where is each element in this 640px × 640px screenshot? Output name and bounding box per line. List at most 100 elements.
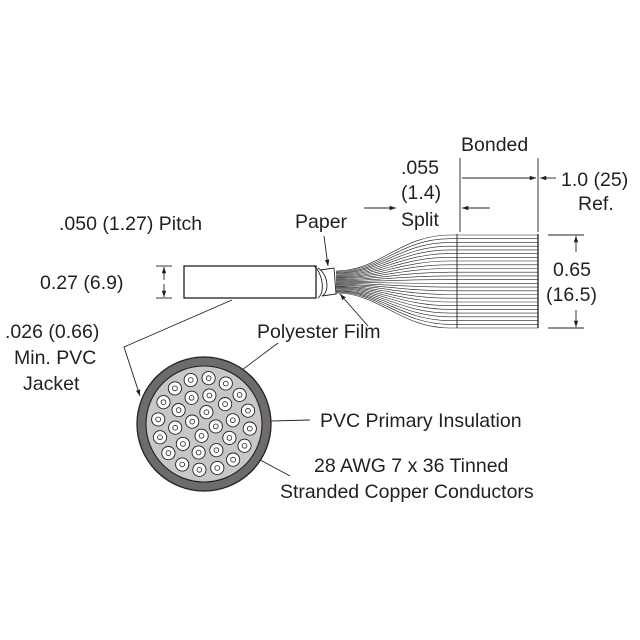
- conductor-core: [214, 465, 221, 471]
- ribbon-wire: [335, 283, 538, 292]
- conductor-insulation: [225, 413, 240, 428]
- label-split: Split: [401, 209, 440, 231]
- ribbon-wire: [335, 275, 538, 281]
- ribbon-wire: [335, 238, 538, 273]
- conductor-core: [213, 447, 220, 454]
- conductor-insulation: [167, 381, 182, 396]
- ribbon-wire: [335, 257, 538, 277]
- conductor-core: [198, 432, 205, 439]
- ribbon-wire: [335, 289, 538, 314]
- conductor-core: [172, 424, 179, 431]
- conductor-core: [236, 392, 243, 398]
- ribbon-wire: [335, 286, 538, 303]
- conductor-insulation: [199, 405, 214, 420]
- ribbon-wire: [335, 271, 538, 281]
- label-primary-insulation: PVC Primary Insulation: [320, 410, 522, 432]
- conductor-core: [160, 399, 167, 406]
- ribbon-wire: [335, 242, 538, 274]
- bonded-dimension: [459, 158, 556, 232]
- conductor-core: [206, 392, 213, 399]
- conductor-insulation: [201, 371, 216, 386]
- conductor-insulation: [191, 445, 206, 460]
- label-split-dim-in: .055: [401, 157, 439, 179]
- jacket-leader: [123, 299, 233, 397]
- conductor-core: [196, 466, 203, 473]
- conductor-core: [247, 425, 253, 432]
- ribbon-wire: [335, 282, 538, 284]
- conductor-core: [195, 449, 202, 456]
- ribbon-wire: [335, 245, 538, 274]
- conductor-core: [230, 456, 236, 463]
- conductor-insulation: [152, 430, 168, 445]
- conductor-core: [189, 418, 196, 425]
- conductor-insulation: [208, 419, 223, 434]
- ribbon-wire: [335, 291, 538, 325]
- conductor-core: [157, 434, 163, 441]
- conductor-insulation: [183, 372, 198, 388]
- conductor-core: [203, 409, 210, 416]
- ribbon-wire: [335, 260, 538, 278]
- height-dimension: [156, 265, 172, 299]
- label-conductor-line1: 28 AWG 7 x 36 Tinned: [314, 455, 508, 477]
- label-split-dim-mm: (1.4): [401, 182, 441, 204]
- conductor-insulation: [194, 428, 209, 443]
- label-jacket-dim: .026 (0.66): [5, 321, 99, 343]
- label-bonded: Bonded: [461, 134, 528, 156]
- ribbon-wire: [335, 288, 538, 310]
- conductor-insulation: [168, 420, 183, 435]
- label-jacket-min: Min. PVC: [14, 347, 96, 369]
- conductor-insulation: [171, 403, 186, 418]
- ribbon-conductors: [335, 234, 538, 329]
- conductor-insulation: [175, 457, 190, 472]
- polyester-leader: [339, 293, 369, 327]
- label-width-in: 0.65: [553, 259, 591, 281]
- conductor-insulation: [151, 412, 166, 427]
- label-ref: Ref.: [578, 193, 614, 215]
- conductor-core: [226, 435, 233, 441]
- width-dimension: [548, 234, 584, 329]
- ribbon-wire: [335, 285, 538, 299]
- conductor-insulation: [222, 430, 237, 445]
- conductor-core: [223, 380, 229, 387]
- conductor-core: [245, 407, 251, 414]
- label-jacket: Jacket: [23, 373, 80, 395]
- conductor-insulation: [210, 460, 225, 476]
- ribbon-wire: [335, 290, 538, 321]
- ribbon-wire: [335, 290, 538, 318]
- conductor-insulation: [156, 395, 171, 410]
- label-polyester: Polyester Film: [257, 321, 381, 343]
- conductor-insulation: [184, 390, 199, 405]
- conductor-core: [241, 442, 248, 449]
- conductor-core: [172, 385, 178, 392]
- conductor-insulation: [175, 436, 190, 451]
- conductor-insulation: [185, 414, 200, 429]
- label-pitch: .050 (1.27) Pitch: [59, 213, 202, 235]
- conductor-core: [155, 416, 162, 423]
- conductor-insulation: [218, 397, 233, 412]
- ribbon-wire: [335, 253, 538, 276]
- ribbon-wire: [335, 284, 538, 295]
- conductor-core: [230, 417, 236, 424]
- ribbon-wire: [335, 283, 538, 288]
- ribbon-wire: [335, 279, 538, 282]
- label-paper: Paper: [295, 211, 348, 233]
- ribbon-wire: [335, 292, 538, 329]
- conductor-insulation: [226, 452, 241, 467]
- conductor-insulation: [237, 438, 252, 453]
- label-ref-dim: 1.0 (25): [561, 169, 628, 191]
- ribbon-wire: [335, 234, 538, 272]
- cable-cross-section: [136, 356, 272, 492]
- conductor-core: [165, 450, 172, 456]
- ribbon-wire: [335, 268, 538, 280]
- conductor-core: [222, 401, 228, 407]
- conductor-core: [213, 423, 219, 430]
- conductor-insulation: [209, 443, 224, 458]
- conductor-insulation: [240, 403, 256, 418]
- paper-leader: [323, 235, 330, 267]
- conductor-insulation: [192, 462, 207, 477]
- label-conductor-line2: Stranded Copper Conductors: [280, 481, 534, 503]
- conductor-insulation: [232, 387, 247, 402]
- cable-jacket-side: [183, 265, 337, 299]
- ribbon-wire: [335, 287, 538, 306]
